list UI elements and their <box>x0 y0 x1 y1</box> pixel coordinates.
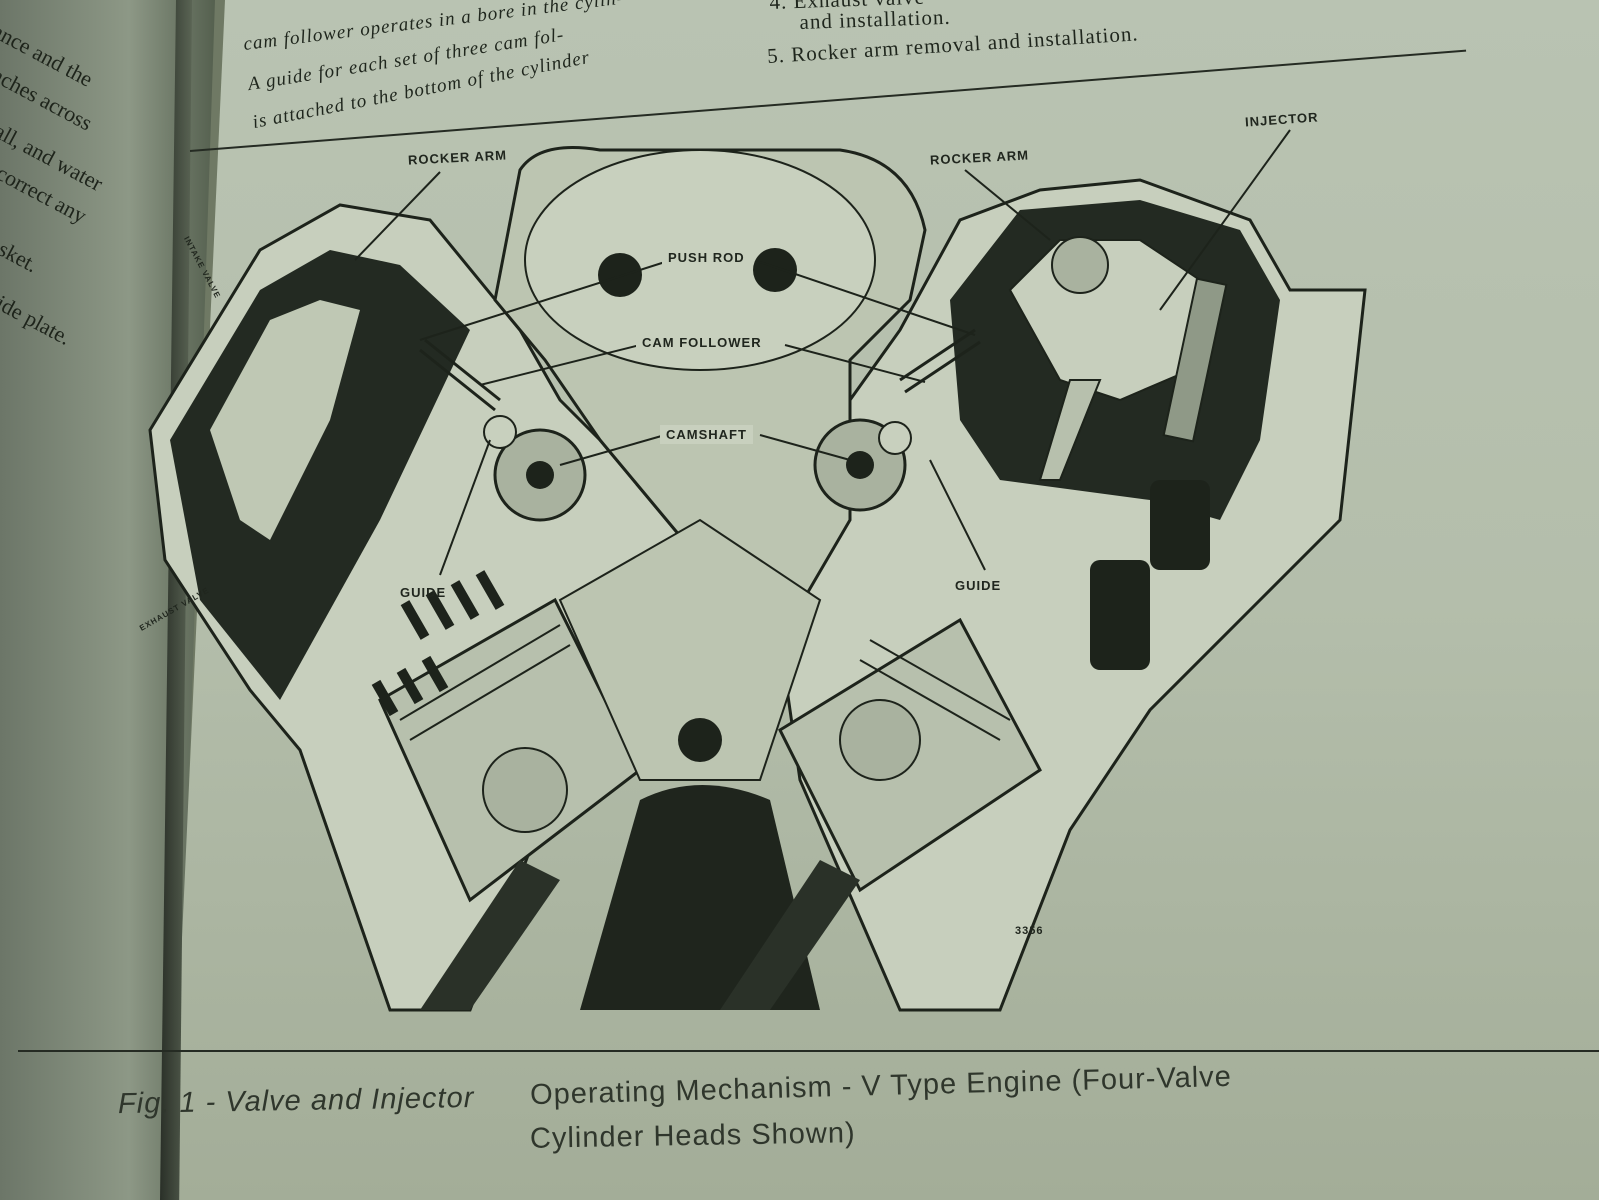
left-piston <box>378 597 642 903</box>
guide-left-label: GUIDE <box>400 585 447 600</box>
injector-body <box>1038 277 1228 481</box>
engine-center <box>419 146 981 1010</box>
engine-block-right <box>778 178 1367 1012</box>
camshaft-left <box>493 428 587 522</box>
leader-lines <box>354 129 1291 576</box>
figure-frame <box>18 38 1599 1052</box>
figure-caption-prefix: Fig. 1 - Valve and Injector <box>118 1082 475 1121</box>
caption-prefix-text: Fig. 1 - Valve and Injector <box>117 1081 475 1121</box>
cam-follower-springs <box>419 328 981 412</box>
right-cooling-fins <box>1090 480 1210 670</box>
left-cooling-fins <box>371 570 505 717</box>
camshaft-label: CAMSHAFT <box>660 425 753 444</box>
guide-right-label: GUIDE <box>955 578 1002 593</box>
figure-number-label: 3356 <box>1015 925 1044 937</box>
cam-follower-label: CAM FOLLOWER <box>636 333 768 352</box>
figure-caption-line-2: Cylinder Heads Shown) <box>529 1117 856 1155</box>
engine-block-left <box>148 203 702 1012</box>
push-rod-label: PUSH ROD <box>662 248 751 267</box>
right-piston <box>778 617 1042 893</box>
